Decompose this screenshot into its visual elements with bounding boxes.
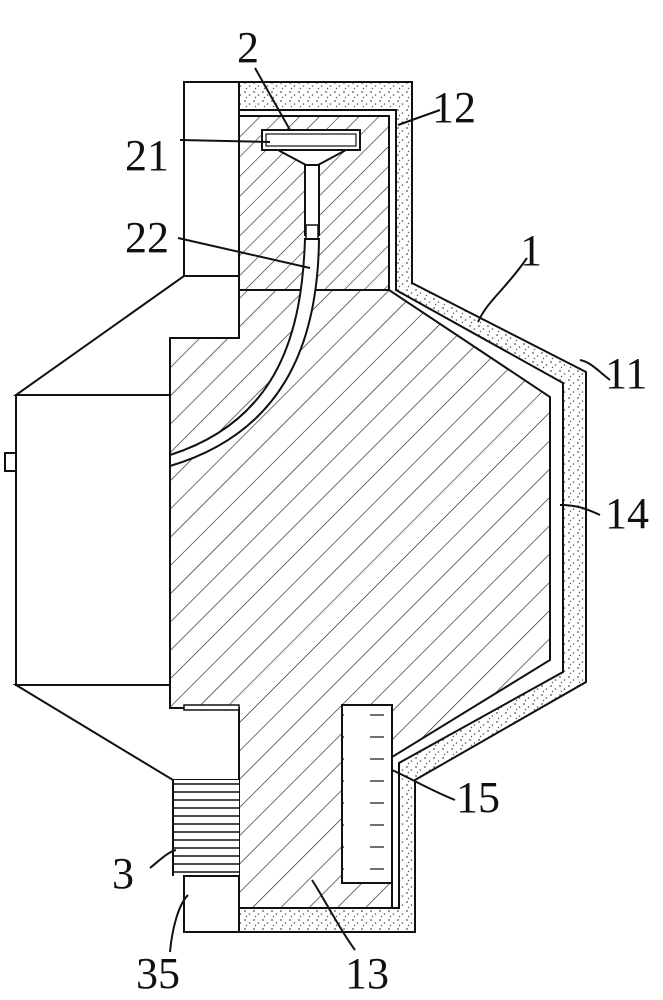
leader-3 — [149, 849, 177, 869]
liquid-container — [341, 704, 393, 884]
leader-35 — [169, 894, 189, 953]
spring — [172, 780, 239, 876]
leader-11 — [579, 359, 611, 381]
label-12: 12 — [432, 83, 476, 132]
label-13: 13 — [345, 949, 389, 998]
pipe-curved — [169, 238, 321, 468]
leader-13 — [311, 879, 356, 951]
leader-12 — [397, 109, 441, 126]
label-22: 22 — [125, 213, 169, 262]
label-21: 21 — [125, 131, 169, 180]
base-block — [183, 875, 240, 933]
label-14: 14 — [605, 489, 649, 538]
label-35: 35 — [136, 949, 180, 998]
leader-14 — [559, 504, 601, 516]
label-3: 3 — [112, 849, 134, 898]
leader-1 — [477, 257, 528, 323]
leader-22 — [177, 237, 311, 269]
side-nub — [4, 452, 17, 472]
upper-left-block — [183, 81, 240, 277]
label-2: 2 — [237, 23, 259, 72]
label-1: 1 — [520, 226, 542, 275]
label-15: 15 — [456, 773, 500, 822]
leader-15 — [391, 769, 456, 801]
leader-2 — [254, 67, 291, 131]
leader-21 — [179, 139, 271, 143]
side-chamber — [15, 394, 171, 686]
label-11: 11 — [605, 349, 647, 398]
